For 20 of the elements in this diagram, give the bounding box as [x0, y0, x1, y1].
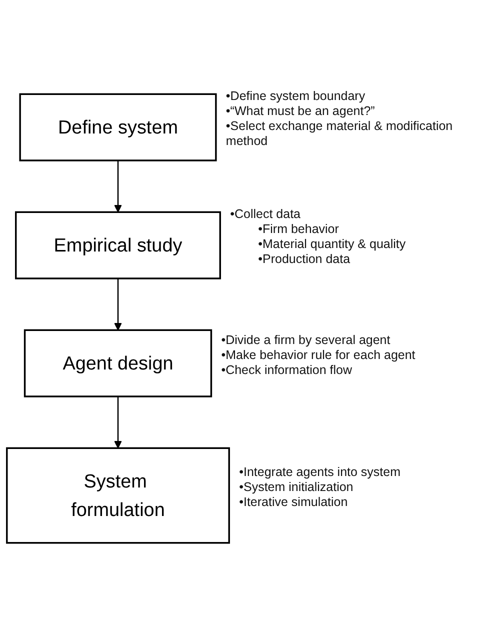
bullet-text: •Material quantity & quality: [257, 237, 407, 252]
arrow: [114, 160, 122, 212]
process-box: Empirical study: [15, 211, 221, 280]
bullet-text: •“What must be an agent?”: [226, 104, 376, 120]
process-box: Agent design: [24, 329, 212, 398]
bullet-text: •Select exchange material & modification method: [226, 119, 454, 150]
bullet-text: •Integrate agents into system: [239, 465, 402, 480]
bullet-text: •Collect data: [230, 207, 302, 222]
bullet-text: •Define system boundary: [226, 89, 366, 104]
bullet-text: •Check information flow: [221, 362, 354, 378]
bullet-text: •Iterative simulation: [239, 495, 349, 510]
bullet-text: •Firm behavior: [257, 222, 340, 238]
process-box: System formulation: [6, 447, 230, 544]
bullet-text: •Divide a firm by several agent: [221, 332, 392, 348]
bullet-text: •System initialization: [239, 480, 354, 495]
bullet-text: •Make behavior rule for each agent: [221, 348, 416, 363]
arrow: [114, 278, 122, 330]
process-box: Define system: [19, 93, 217, 162]
bullet-text: •Production data: [257, 252, 352, 268]
arrow: [114, 396, 122, 448]
